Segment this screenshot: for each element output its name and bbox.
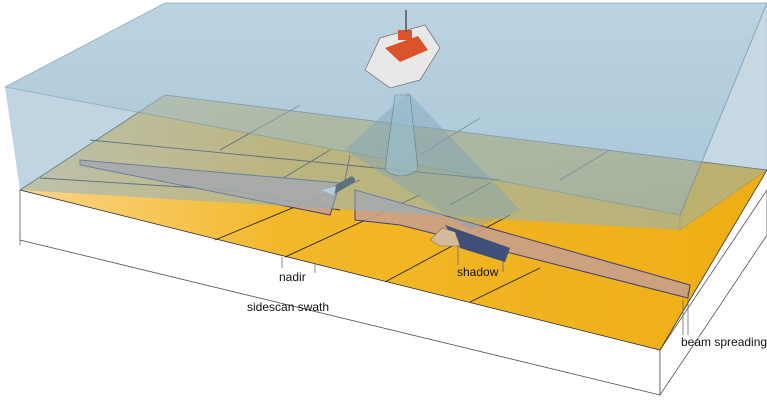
ship (364, 10, 441, 89)
ship-sonar-cone (384, 94, 419, 177)
seabed-right-face (659, 189, 767, 397)
label-beam-spreading: beam spreading (681, 335, 767, 349)
shadow-region (445, 225, 510, 262)
seabed-rock (429, 227, 461, 247)
water-right (679, 2, 767, 231)
label-sidescan-swath: sidescan swath (247, 300, 330, 314)
swath-right (354, 189, 691, 299)
label-leaders (19, 240, 689, 335)
label-shadow: shadow (457, 265, 499, 279)
water-top (3, 2, 767, 216)
ship-sonar-beam (345, 92, 520, 230)
water-front (5, 87, 680, 230)
label-nadir: nadir (279, 270, 306, 284)
